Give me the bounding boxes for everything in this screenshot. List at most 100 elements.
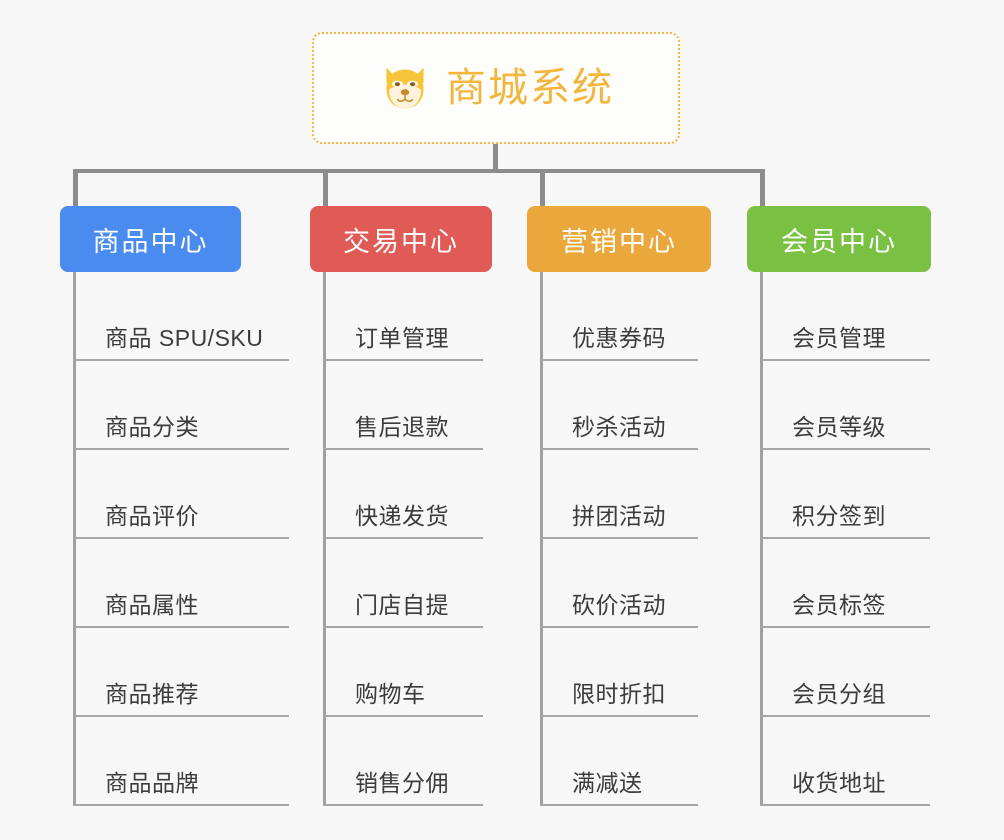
leaf-item[interactable]: 限时折扣 bbox=[527, 628, 711, 717]
leaf-spine bbox=[540, 272, 543, 806]
root-node-label: 商城系统 bbox=[446, 66, 614, 110]
leaf-underline bbox=[760, 359, 930, 361]
leaf-item-label: 订单管理 bbox=[355, 325, 449, 351]
leaf-item[interactable]: 优惠券码 bbox=[527, 272, 711, 361]
leaf-underline bbox=[73, 448, 289, 450]
leaf-item-label: 秒杀活动 bbox=[572, 414, 666, 440]
leaf-item[interactable]: 商品 SPU/SKU bbox=[60, 272, 289, 361]
leaf-item-label: 收货地址 bbox=[792, 770, 886, 796]
leaf-item-label: 满减送 bbox=[572, 770, 643, 796]
category-label: 交易中心 bbox=[343, 226, 459, 257]
leaf-item-label: 砍价活动 bbox=[572, 592, 666, 618]
leaf-underline bbox=[323, 448, 483, 450]
category-column-1: 商品中心商品 SPU/SKU 商品分类商品评价商品属性商品推荐商品品牌 bbox=[60, 206, 289, 806]
leaf-item[interactable]: 快递发货 bbox=[310, 450, 492, 539]
leaf-underline bbox=[73, 359, 289, 361]
category-box-1[interactable]: 商品中心 bbox=[60, 206, 241, 272]
leaf-item-label: 优惠券码 bbox=[572, 325, 666, 351]
category-column-4: 会员中心会员管理会员等级积分签到会员标签会员分组收货地址 bbox=[747, 206, 931, 806]
leaf-underline bbox=[323, 804, 483, 806]
leaf-item[interactable]: 订单管理 bbox=[310, 272, 492, 361]
connector-drop-1 bbox=[323, 169, 328, 207]
leaf-underline bbox=[540, 626, 698, 628]
leaf-underline bbox=[73, 715, 289, 717]
dog-face-icon bbox=[386, 67, 424, 109]
leaf-spine bbox=[760, 272, 763, 806]
leaf-item-label: 快递发货 bbox=[355, 503, 449, 529]
leaf-item-label: 商品评价 bbox=[105, 503, 199, 529]
leaf-item-label: 会员管理 bbox=[792, 325, 886, 351]
leaf-item-label: 商品 SPU/SKU bbox=[105, 325, 264, 351]
leaf-item[interactable]: 商品评价 bbox=[60, 450, 289, 539]
leaf-item-label: 商品属性 bbox=[105, 592, 199, 618]
leaf-item[interactable]: 收货地址 bbox=[747, 717, 931, 806]
leaf-item[interactable]: 销售分佣 bbox=[310, 717, 492, 806]
leaf-underline bbox=[760, 537, 930, 539]
leaf-item[interactable]: 会员管理 bbox=[747, 272, 931, 361]
leaf-underline bbox=[540, 715, 698, 717]
leaf-underline bbox=[323, 537, 483, 539]
leaf-item[interactable]: 商品分类 bbox=[60, 361, 289, 450]
leaf-underline bbox=[323, 359, 483, 361]
category-box-4[interactable]: 会员中心 bbox=[747, 206, 931, 272]
leaf-item-label: 积分签到 bbox=[792, 503, 886, 529]
leaf-list-2: 订单管理售后退款快递发货门店自提购物车销售分佣 bbox=[310, 272, 492, 806]
connector-root-stem bbox=[493, 144, 498, 172]
leaf-underline bbox=[540, 537, 698, 539]
leaf-item[interactable]: 拼团活动 bbox=[527, 450, 711, 539]
leaf-item[interactable]: 商品品牌 bbox=[60, 717, 289, 806]
leaf-item-label: 限时折扣 bbox=[572, 681, 666, 707]
leaf-spine bbox=[323, 272, 326, 806]
leaf-item[interactable]: 商品属性 bbox=[60, 539, 289, 628]
leaf-item-label: 售后退款 bbox=[355, 414, 449, 440]
leaf-item-label: 门店自提 bbox=[355, 592, 449, 618]
leaf-item-label: 会员等级 bbox=[792, 414, 886, 440]
root-node-shopping-mall-system[interactable]: 商城系统 bbox=[312, 32, 680, 144]
connector-drop-2 bbox=[540, 169, 545, 207]
leaf-underline bbox=[760, 448, 930, 450]
leaf-underline bbox=[323, 715, 483, 717]
category-column-2: 交易中心订单管理售后退款快递发货门店自提购物车销售分佣 bbox=[310, 206, 492, 806]
leaf-underline bbox=[760, 715, 930, 717]
leaf-item[interactable]: 会员标签 bbox=[747, 539, 931, 628]
leaf-item[interactable]: 商品推荐 bbox=[60, 628, 289, 717]
leaf-list-3: 优惠券码秒杀活动拼团活动砍价活动限时折扣满减送 bbox=[527, 272, 711, 806]
leaf-list-4: 会员管理会员等级积分签到会员标签会员分组收货地址 bbox=[747, 272, 931, 806]
leaf-item[interactable]: 秒杀活动 bbox=[527, 361, 711, 450]
leaf-item[interactable]: 会员等级 bbox=[747, 361, 931, 450]
leaf-underline bbox=[540, 804, 698, 806]
leaf-item-label: 会员标签 bbox=[792, 592, 886, 618]
leaf-item[interactable]: 购物车 bbox=[310, 628, 492, 717]
category-label: 营销中心 bbox=[561, 226, 677, 257]
leaf-item-label: 购物车 bbox=[355, 681, 426, 707]
leaf-underline bbox=[73, 537, 289, 539]
category-column-3: 营销中心优惠券码秒杀活动拼团活动砍价活动限时折扣满减送 bbox=[527, 206, 711, 806]
leaf-item[interactable]: 门店自提 bbox=[310, 539, 492, 628]
connector-drop-3 bbox=[760, 169, 765, 207]
leaf-spine bbox=[73, 272, 76, 806]
category-box-2[interactable]: 交易中心 bbox=[310, 206, 492, 272]
leaf-underline bbox=[323, 626, 483, 628]
leaf-item-label: 商品分类 bbox=[105, 414, 199, 440]
leaf-item-label: 商品推荐 bbox=[105, 681, 199, 707]
leaf-item[interactable]: 满减送 bbox=[527, 717, 711, 806]
category-label: 会员中心 bbox=[781, 226, 897, 257]
category-box-3[interactable]: 营销中心 bbox=[527, 206, 711, 272]
connector-drop-0 bbox=[73, 169, 78, 207]
leaf-underline bbox=[73, 626, 289, 628]
leaf-underline bbox=[760, 626, 930, 628]
connector-horizontal-bus bbox=[73, 169, 764, 173]
leaf-item[interactable]: 会员分组 bbox=[747, 628, 931, 717]
leaf-underline bbox=[540, 359, 698, 361]
leaf-item[interactable]: 积分签到 bbox=[747, 450, 931, 539]
category-label: 商品中心 bbox=[92, 226, 209, 257]
leaf-item[interactable]: 售后退款 bbox=[310, 361, 492, 450]
leaf-item[interactable]: 砍价活动 bbox=[527, 539, 711, 628]
leaf-underline bbox=[540, 448, 698, 450]
leaf-underline bbox=[73, 804, 289, 806]
leaf-underline bbox=[760, 804, 930, 806]
leaf-item-label: 商品品牌 bbox=[105, 770, 199, 796]
leaf-item-label: 会员分组 bbox=[792, 681, 886, 707]
leaf-item-label: 销售分佣 bbox=[355, 770, 449, 796]
